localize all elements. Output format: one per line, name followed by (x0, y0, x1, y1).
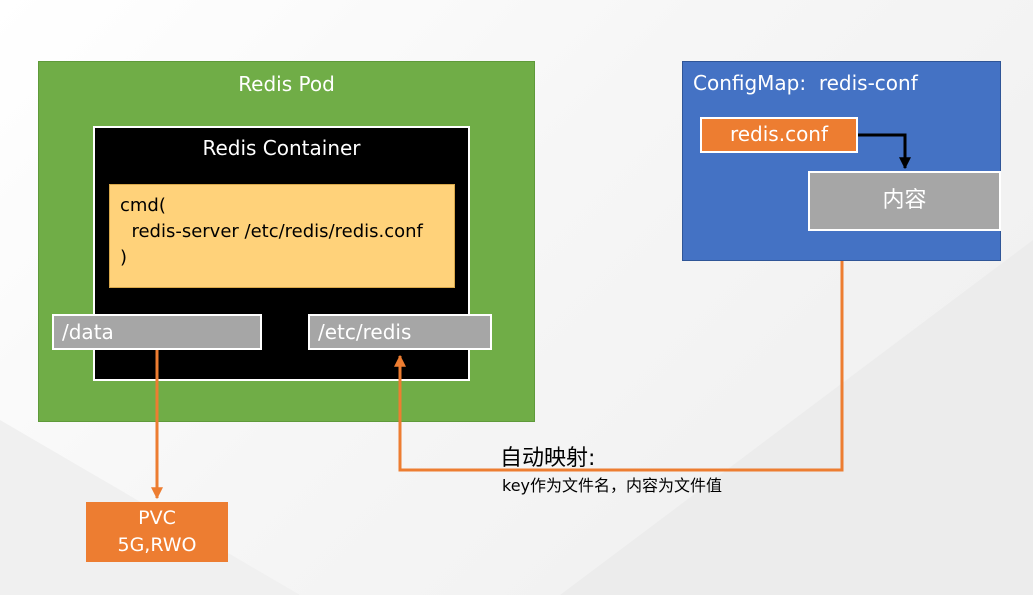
cmd-line-3: ) (120, 247, 128, 268)
pvc-box: PVC 5G,RWO (86, 502, 228, 562)
redis-pod-title: Redis Pod (238, 72, 335, 96)
mapping-note-description: key作为文件名，内容为文件值 (502, 476, 723, 495)
data-mount-box: /data (52, 314, 262, 350)
configmap-key-label: redis.conf (729, 122, 829, 146)
redis-container-title: Redis Container (202, 136, 361, 160)
configmap-to-etc-redis-arrow (394, 261, 844, 472)
key-to-value-arrow (858, 133, 911, 170)
pvc-spec: 5G,RWO (117, 534, 197, 556)
mapping-note-title: 自动映射: (500, 446, 596, 471)
configmap-value-label: 内容 (882, 188, 927, 213)
pvc-label: PVC (138, 507, 176, 529)
cmd-line-1: cmd( (120, 195, 166, 216)
cmd-line-2: redis-server /etc/redis/redis.conf (120, 221, 423, 242)
data-mount-label: /data (62, 320, 114, 344)
etc-redis-mount-label: /etc/redis (318, 320, 412, 344)
configmap-value-box: 内容 (808, 171, 1001, 231)
etc-redis-mount-box: /etc/redis (308, 314, 492, 350)
configmap-key-box: redis.conf (700, 117, 858, 153)
configmap-title: ConfigMap: redis-conf (693, 71, 918, 95)
cmd-box: cmd( redis-server /etc/redis/redis.conf … (109, 184, 455, 288)
